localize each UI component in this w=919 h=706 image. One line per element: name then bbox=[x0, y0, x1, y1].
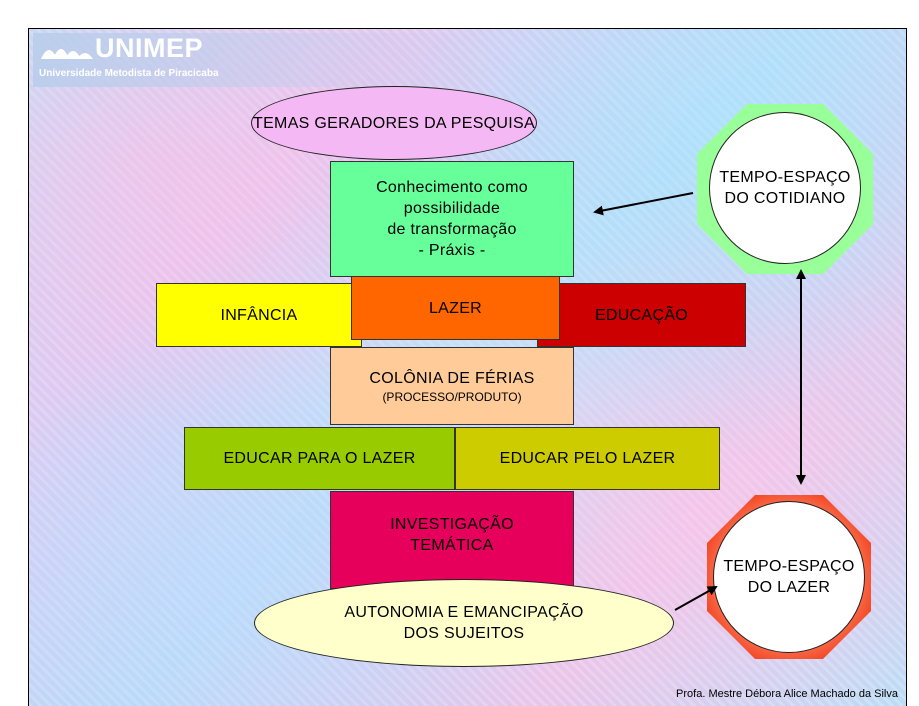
lazer-label: LAZER bbox=[428, 299, 483, 317]
tempo-cotidiano-node: TEMPO-ESPAÇO DO COTIDIANO bbox=[697, 104, 873, 274]
tempo-lazer-line-1: TEMPO-ESPAÇO bbox=[723, 558, 855, 575]
colonia-box: COLÔNIA DE FÉRIAS (PROCESSO/PRODUTO) bbox=[330, 347, 574, 425]
educar-pelo-label: EDUCAR PELO LAZER bbox=[499, 450, 676, 467]
infancia-label: INFÂNCIA bbox=[220, 306, 298, 324]
educar-para-label: EDUCAR PARA O LAZER bbox=[223, 450, 416, 467]
logo-name: UNIMEP bbox=[95, 33, 204, 63]
unimep-logo-icon bbox=[41, 49, 93, 59]
educar-para-box: EDUCAR PARA O LAZER bbox=[184, 427, 455, 490]
tempo-lazer-circle: TEMPO-ESPAÇO DO LAZER bbox=[713, 501, 865, 653]
unimep-logo: UNIMEP Universidade Metodista de Piracic… bbox=[33, 33, 493, 87]
investigacao-line-2: TEMÁTICA bbox=[410, 537, 494, 554]
educacao-label: EDUCAÇÃO bbox=[594, 306, 689, 324]
tempo-cotidiano-circle: TEMPO-ESPAÇO DO COTIDIANO bbox=[709, 112, 861, 264]
arrow-cotidiano-to-conhecimento bbox=[593, 192, 694, 216]
conhecimento-line-3: de transformação bbox=[387, 221, 517, 238]
colonia-sublabel: (PROCESSO/PRODUTO) bbox=[382, 389, 522, 404]
slide: UNIMEP Universidade Metodista de Piracic… bbox=[28, 28, 907, 706]
investigacao-box: INVESTIGAÇÃO TEMÁTICA bbox=[330, 491, 574, 589]
connector-arrows bbox=[593, 192, 806, 611]
infancia-box: INFÂNCIA bbox=[156, 283, 362, 347]
temas-geradores-label: TEMAS GERADORES DA PESQUISA bbox=[253, 114, 535, 132]
conhecimento-line-4: - Práxis - bbox=[418, 242, 486, 259]
colonia-label: COLÔNIA DE FÉRIAS bbox=[369, 369, 535, 387]
autonomia-line-1: AUTONOMIA E EMANCIPAÇÃO bbox=[344, 604, 584, 621]
autonomia-line-2: DOS SUJEITOS bbox=[403, 625, 525, 642]
tempo-lazer-line-2: DO LAZER bbox=[747, 579, 831, 596]
footer-credit: Profa. Mestre Débora Alice Machado da Si… bbox=[676, 688, 898, 700]
temas-geradores-ellipse: TEMAS GERADORES DA PESQUISA bbox=[251, 86, 537, 160]
tempo-cotidiano-line-1: TEMPO-ESPAÇO bbox=[719, 169, 851, 186]
educar-pelo-box: EDUCAR PELO LAZER bbox=[455, 427, 720, 490]
investigacao-line-1: INVESTIGAÇÃO bbox=[390, 516, 514, 533]
tempo-cotidiano-line-2: DO COTIDIANO bbox=[724, 190, 846, 207]
tempo-lazer-node: TEMPO-ESPAÇO DO LAZER bbox=[707, 495, 871, 659]
educacao-box: EDUCAÇÃO bbox=[537, 283, 746, 347]
conhecimento-line-1: Conhecimento como bbox=[376, 179, 528, 196]
lazer-box: LAZER bbox=[351, 276, 560, 340]
conhecimento-line-2: possibilidade bbox=[403, 200, 501, 217]
arrow-autonomia-to-tempo-lazer bbox=[674, 586, 718, 611]
autonomia-ellipse: AUTONOMIA E EMANCIPAÇÃO DOS SUJEITOS bbox=[254, 579, 674, 667]
logo-subtitle: Universidade Metodista de Piracicaba bbox=[39, 68, 219, 79]
